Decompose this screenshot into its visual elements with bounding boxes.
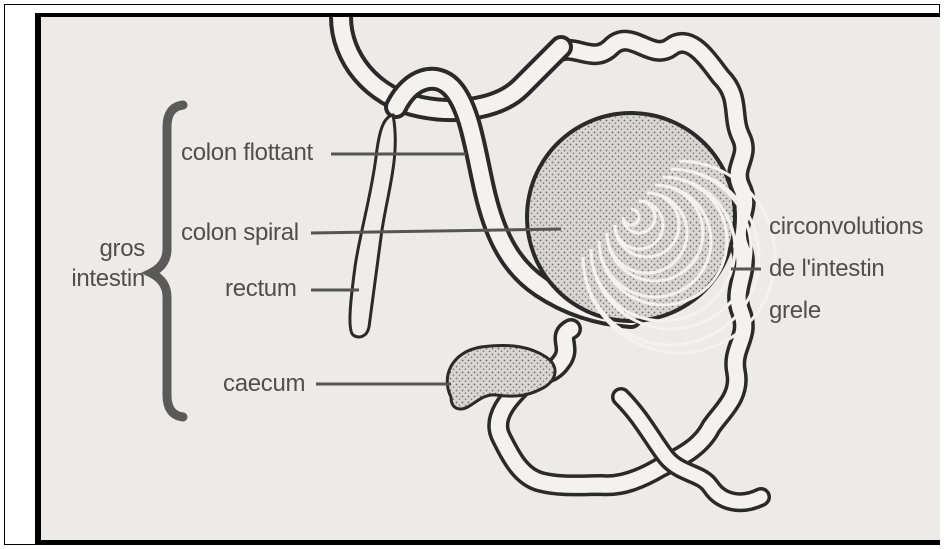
- diagram-panel: gros intestin colon flottant colon spira…: [35, 13, 940, 544]
- label-group-line2: intestin: [55, 265, 145, 293]
- label-group-line1: gros: [85, 235, 145, 263]
- label-circonvolutions-line1: circonvolutions: [769, 213, 923, 241]
- label-circonvolutions-line2: de l'intestin: [769, 255, 884, 283]
- label-colon-flottant: colon flottant: [181, 139, 313, 167]
- group-brace: [151, 105, 183, 417]
- label-caecum: caecum: [223, 370, 305, 398]
- label-rectum: rectum: [225, 275, 297, 303]
- rectum-shape: [350, 115, 395, 337]
- label-colon-spiral: colon spiral: [181, 219, 299, 247]
- label-circonvolutions-line3: grele: [769, 297, 821, 325]
- image-frame: gros intestin colon flottant colon spira…: [4, 4, 940, 545]
